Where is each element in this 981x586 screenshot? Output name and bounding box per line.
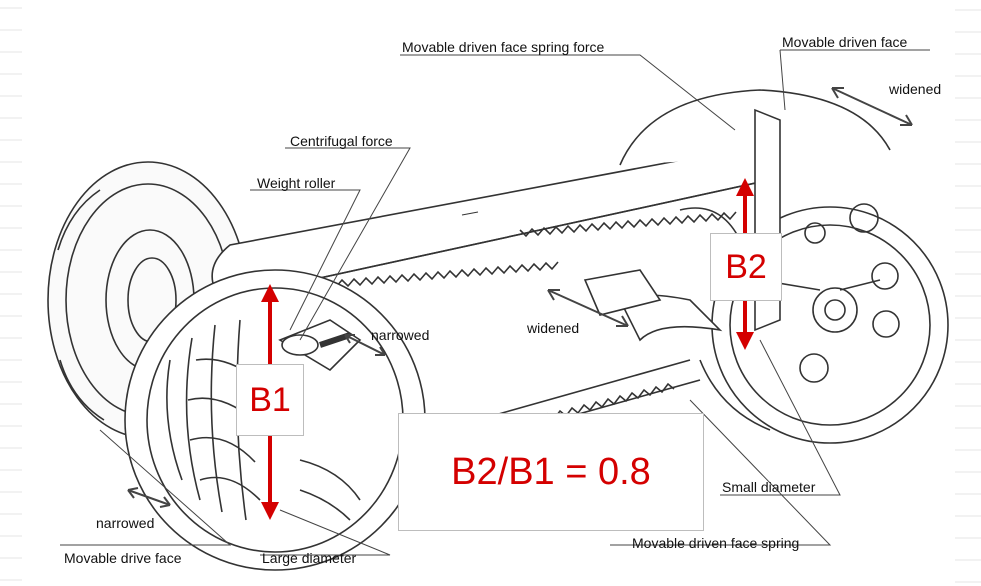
label-widened-top: widened	[889, 81, 942, 97]
label-movable-driven-face-spring: Movable driven face spring	[632, 535, 800, 551]
label-movable-drive-face: Movable drive face	[64, 550, 182, 566]
label-centrifugal-force: Centrifugal force	[290, 133, 393, 149]
label-movable-driven-face: Movable driven face	[782, 34, 908, 50]
direction-arrows	[127, 87, 913, 508]
background-grid	[0, 7, 981, 583]
label-narrowed-mid: narrowed	[371, 327, 430, 343]
label-small-diameter: Small diameter	[722, 479, 816, 495]
b1-arrowhead-bottom	[261, 502, 279, 520]
b1-label-box: B1	[236, 364, 304, 436]
b2-label-box: B2	[710, 233, 782, 301]
label-movable-driven-face-spring-force: Movable driven face spring force	[402, 39, 605, 55]
b1-arrowhead-top	[261, 284, 279, 302]
leader-lines	[60, 49, 930, 556]
b1-label: B1	[249, 380, 291, 419]
b2-arrowhead-top	[736, 178, 754, 196]
label-widened-mid: widened	[527, 320, 580, 336]
label-weight-roller: Weight roller	[257, 175, 336, 191]
ratio-box: B2/B1 = 0.8	[398, 413, 704, 531]
b2-label: B2	[725, 247, 767, 286]
label-narrowed-bottom: narrowed	[96, 515, 155, 531]
ratio-text: B2/B1 = 0.8	[451, 450, 651, 493]
b2-arrowhead-bottom	[736, 332, 754, 350]
label-large-diameter: Large diameter	[262, 550, 357, 566]
